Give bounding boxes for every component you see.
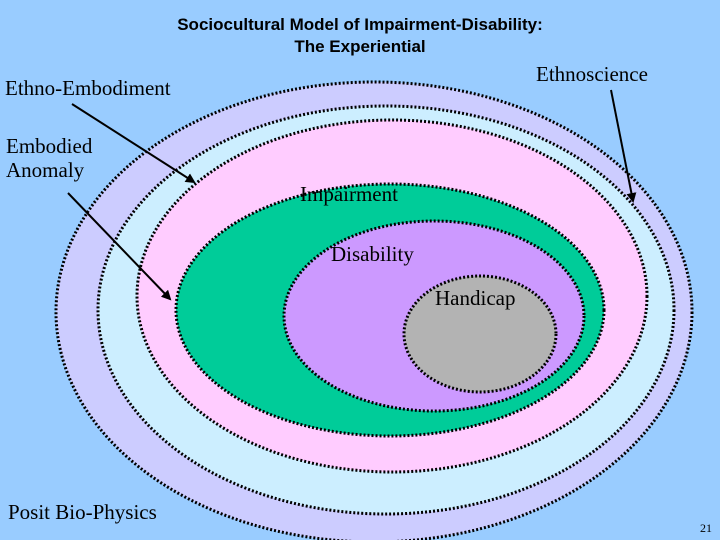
page-number: 21 <box>700 521 712 535</box>
arrow-embodied-anomaly <box>67 192 172 301</box>
label-disability: Disability <box>331 242 414 266</box>
label-embodied-anomaly-line2: Anomaly <box>6 158 85 182</box>
label-embodied-anomaly-line1: Embodied <box>6 134 93 158</box>
label-impairment: Impairment <box>300 182 398 206</box>
arrow-ethnoscience <box>610 89 637 203</box>
label-ethno-embodiment: Ethno-Embodiment <box>5 76 171 100</box>
arrow-ethno-embodiment <box>71 103 196 184</box>
slide-title: Sociocultural Model of Impairment-Disabi… <box>140 14 580 58</box>
label-ethnoscience: Ethnoscience <box>536 62 648 86</box>
label-handicap: Handicap <box>435 286 516 310</box>
label-posit-bio-physics: Posit Bio-Physics <box>8 500 157 524</box>
slide-title-line1: Sociocultural Model of Impairment-Disabi… <box>177 15 543 34</box>
slide-title-line2: The Experiential <box>294 37 426 56</box>
ellipse-handicap <box>402 274 558 394</box>
